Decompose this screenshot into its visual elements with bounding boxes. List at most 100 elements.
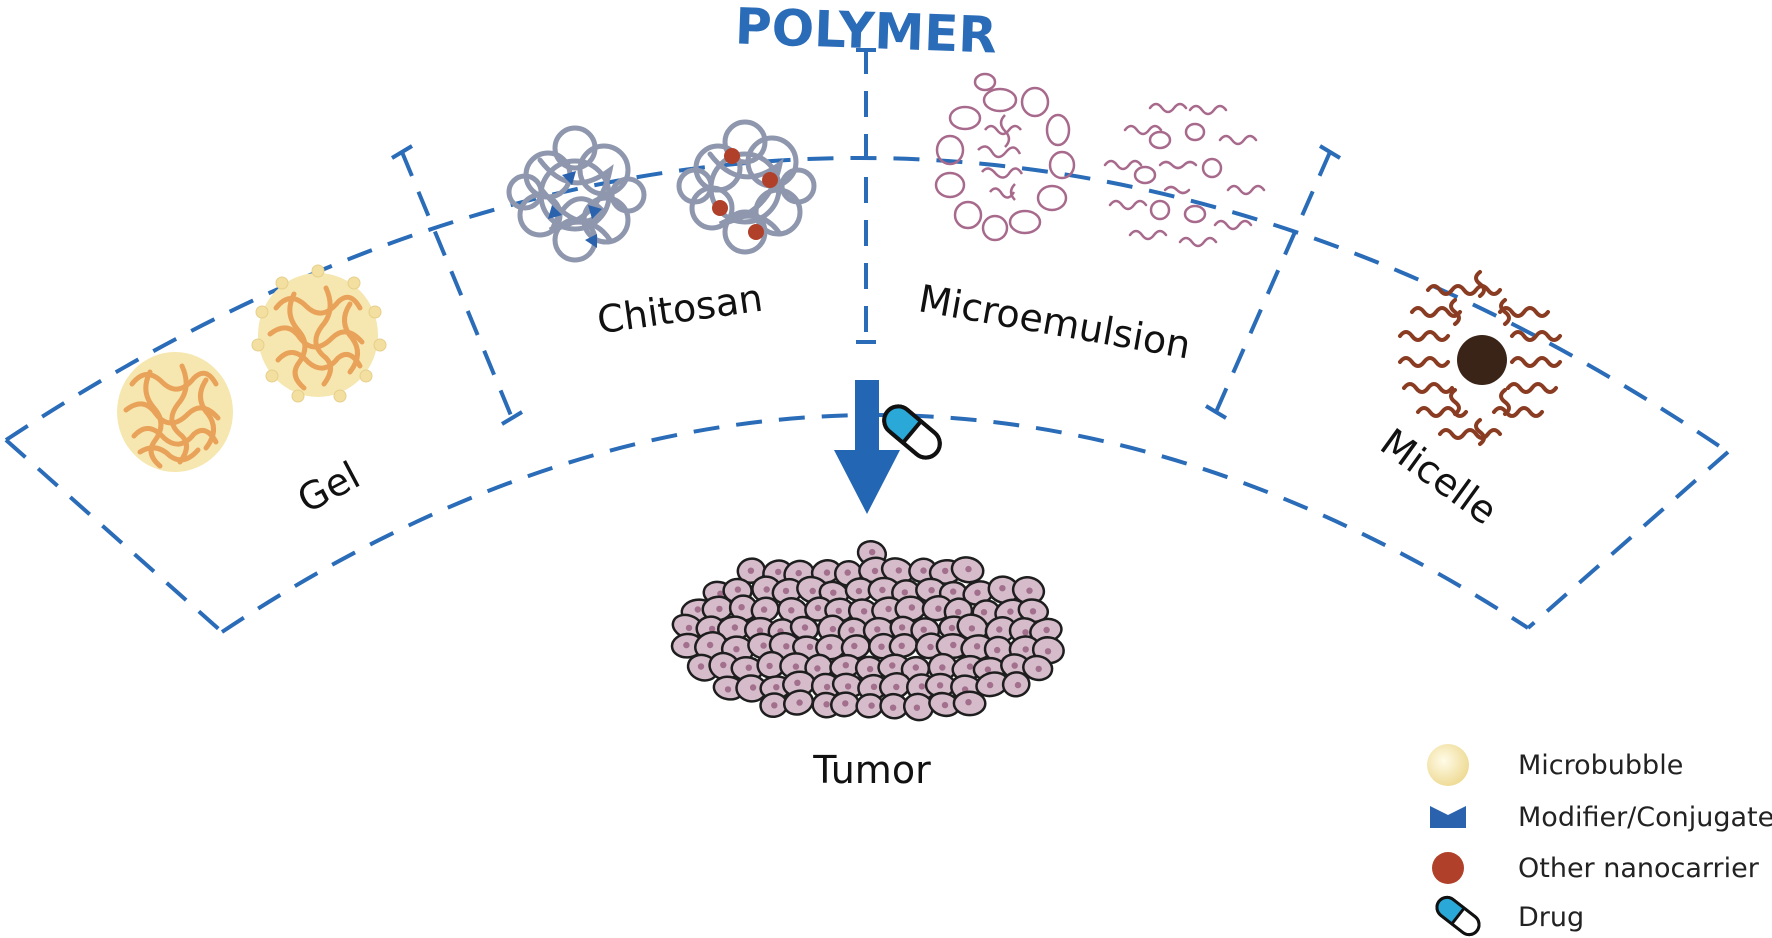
- tumor-cell-nucleus: [866, 665, 874, 673]
- tumor-cell-nucleus: [717, 590, 724, 597]
- tumor-cell-nucleus: [844, 683, 852, 690]
- frame-right-edge: [1526, 450, 1730, 630]
- tumor-cell-nucleus: [941, 701, 949, 709]
- tumor-cell-nucleus: [980, 609, 988, 616]
- legend-label-modifier: Modifier/Conjugate: [1518, 802, 1772, 833]
- tumor-cell-nucleus: [844, 569, 851, 576]
- tumor-cell-nucleus: [860, 608, 868, 615]
- tumor-cell-nucleus: [731, 624, 739, 631]
- tumor-cell-nucleus: [830, 589, 837, 596]
- tumor-cell-nucleus: [806, 643, 814, 650]
- tumor-cell-nucleus: [871, 567, 879, 575]
- tumor-cell-nucleus: [1029, 608, 1037, 615]
- tumor-cell-nucleus: [1022, 646, 1029, 653]
- tumor-cell-nucleus: [773, 684, 780, 691]
- tumor-cell-nucleus: [889, 704, 897, 711]
- tumor-cell-nucleus: [878, 643, 885, 650]
- tumor-cell-nucleus: [782, 587, 790, 595]
- tumor-cell-nucleus: [697, 663, 705, 670]
- tumor-cell-nucleus: [942, 567, 949, 575]
- tumor-cell-nucleus: [1035, 665, 1042, 673]
- tumor-cell-nucleus: [918, 683, 926, 690]
- tumor-cell-nucleus: [706, 641, 714, 649]
- tumor-cell-nucleus: [788, 607, 795, 614]
- tumor-cell-nucleus: [965, 565, 972, 573]
- tumor-cell-nucleus: [1043, 626, 1050, 634]
- tumor-cell-nucleus: [927, 643, 934, 651]
- drug-capsule: [882, 404, 942, 460]
- tumor-cell-nucleus: [738, 604, 745, 611]
- tumor-cell-nucleus: [756, 627, 764, 634]
- tumor-cell-nucleus: [796, 699, 803, 706]
- tumor-cell-nucleus: [901, 589, 908, 596]
- tumor-cell-nucleus: [1011, 662, 1018, 669]
- tumor-cell-nucleus: [763, 586, 770, 593]
- tumor-cell-nucleus: [912, 664, 919, 671]
- tumor-cell-nucleus: [766, 662, 773, 670]
- legend-label-microbubble: Microbubble: [1518, 750, 1683, 781]
- tumor-cell-nucleus: [749, 684, 757, 691]
- tumor-cell-nucleus: [724, 686, 732, 693]
- tumor-cell-nucleus: [950, 588, 957, 595]
- tumor-cell-nucleus: [801, 624, 809, 631]
- tumor-cell-nucleus: [986, 681, 994, 689]
- tumor-cell-nucleus: [809, 587, 816, 595]
- tumor-cell-nucleus: [999, 585, 1006, 592]
- tumor-label: Tumor: [812, 748, 931, 792]
- modifier-icon: [1430, 806, 1466, 828]
- legend-label-drug: Drug: [1518, 902, 1584, 933]
- tumor-cell-nucleus: [708, 625, 716, 633]
- tick: [1204, 404, 1228, 420]
- frame-left-edge: [4, 438, 224, 634]
- tumor-cell-nucleus: [920, 626, 927, 633]
- legend-label-nanocarrier: Other nanocarrier: [1518, 853, 1760, 884]
- tumor-cell-nucleus: [920, 567, 927, 574]
- frame-ticks: [390, 48, 1342, 426]
- tumor-cell-nucleus: [814, 665, 821, 672]
- tumor-cell-nucleus: [760, 606, 768, 613]
- tumor-cell-nucleus: [868, 702, 875, 709]
- tumor-cell-nucleus: [760, 642, 767, 649]
- tumor-cell-nucleus: [1026, 587, 1033, 594]
- legend-item-microbubble: Microbubble: [1427, 744, 1683, 786]
- microbubble-icon: [1427, 744, 1469, 786]
- tumor-cell-mass: [670, 540, 1065, 722]
- microemulsion-particle-loops: [934, 72, 1076, 242]
- frame-outer-arc: [4, 156, 1730, 454]
- tumor-cell-nucleus: [984, 666, 992, 673]
- tumor-cell-nucleus: [835, 607, 842, 615]
- tumor-cell-nucleus: [955, 608, 962, 616]
- legend: Microbubble Modifier/Conjugate Other nan…: [1427, 744, 1772, 937]
- tumor-cell-nucleus: [928, 587, 935, 594]
- tumor-cell-nucleus: [842, 700, 849, 707]
- tumor-cell-nucleus: [898, 624, 906, 631]
- tumor-cell-nucleus: [893, 683, 900, 691]
- tumor-cell-nucleus: [720, 661, 727, 669]
- diagram-title: POLYMER: [734, 0, 998, 65]
- tumor-cell-nucleus: [745, 664, 752, 671]
- gel-modified-particle: [251, 264, 387, 403]
- tumor-cell-nucleus: [965, 699, 972, 706]
- divider-gel-chitosan: [400, 151, 514, 419]
- tumor-cell-nucleus: [823, 701, 830, 708]
- tumor-cell-nucleus: [795, 569, 802, 577]
- tumor-cell-nucleus: [1022, 629, 1029, 636]
- tumor-cell-nucleus: [885, 605, 892, 613]
- tumor-cell-nucleus: [870, 683, 878, 690]
- microemulsion-particle-waves: [1103, 102, 1266, 248]
- tumor-cell-nucleus: [898, 642, 905, 649]
- legend-item-modifier: Modifier/Conjugate: [1430, 802, 1772, 833]
- tumor-cell-nucleus: [685, 624, 693, 632]
- tumor-cell-nucleus: [1044, 648, 1052, 655]
- tumor-cell-nucleus: [994, 646, 1001, 654]
- tumor-cell-nucleus: [939, 664, 946, 671]
- segment-label-chitosan: Chitosan: [594, 276, 765, 343]
- tumor-cell-nucleus: [775, 568, 782, 576]
- tumor-cell-nucleus: [747, 567, 755, 574]
- tumor-cell-nucleus: [792, 663, 800, 670]
- tumor-cell-nucleus: [948, 624, 956, 632]
- tumor-cell-nucleus: [974, 589, 981, 596]
- tumor-cell-nucleus: [1007, 608, 1014, 615]
- segment-label-gel: Gel: [290, 453, 367, 522]
